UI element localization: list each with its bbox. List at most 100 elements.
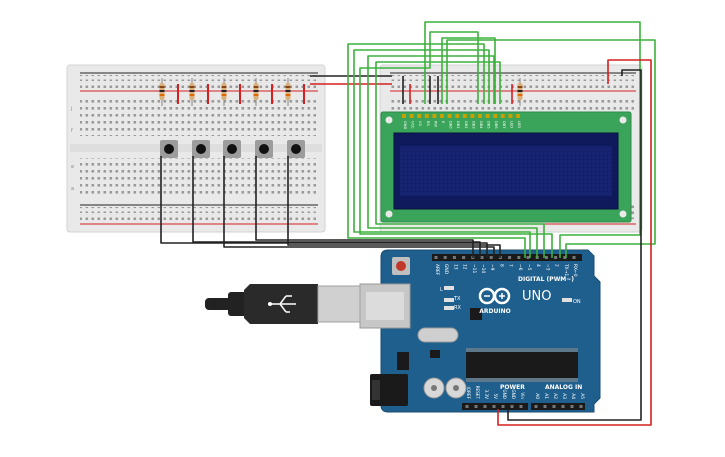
power-pin-label: GND — [511, 389, 516, 399]
wire-button-3[interactable] — [223, 156, 495, 258]
resistor-group-left — [159, 78, 291, 106]
lcd-pin[interactable] — [440, 114, 444, 118]
usb-cable — [205, 284, 361, 324]
analog-header-label: ANALOG IN — [545, 384, 582, 391]
svg-text:a: a — [71, 186, 74, 192]
power-header-label: POWER — [500, 384, 525, 391]
digital-pin-label: ~5 — [526, 264, 532, 271]
digital-pin[interactable] — [508, 256, 512, 259]
lcd-pin[interactable] — [485, 114, 490, 118]
wire-lcd-db6[interactable] — [367, 55, 538, 258]
lcd-pin[interactable] — [424, 114, 429, 118]
lcd-pin[interactable] — [508, 114, 513, 118]
wire-lcd-extra[interactable] — [359, 31, 553, 258]
microcontroller-chip — [466, 352, 578, 378]
wire-lcd-e[interactable] — [441, 37, 496, 104]
lcd-pin[interactable] — [447, 114, 452, 118]
lcd-pin[interactable] — [402, 114, 406, 118]
lcd-pin[interactable] — [409, 114, 414, 118]
power-pin[interactable] — [519, 405, 523, 408]
resistor[interactable] — [253, 78, 259, 106]
lcd-pin-label: V0 — [418, 121, 422, 126]
lcd-pin-label: DB4 — [479, 121, 483, 129]
analog-pin-label: A2 — [552, 393, 558, 399]
pushbutton[interactable] — [192, 140, 210, 158]
digital-pin[interactable] — [489, 256, 493, 259]
digital-pin[interactable] — [452, 256, 456, 259]
lcd-pin[interactable] — [500, 114, 505, 118]
wire-lcd-backlight[interactable] — [446, 39, 656, 258]
power-pin-label: 3.3V — [484, 389, 489, 399]
power-pin[interactable] — [510, 405, 514, 408]
lcd-pin-label: DB7 — [502, 121, 506, 129]
digital-pin[interactable] — [480, 256, 484, 259]
digital-pin[interactable] — [434, 256, 438, 259]
digital-pin-label: 8 — [498, 264, 504, 267]
wire-button-5[interactable] — [287, 156, 501, 258]
svg-text:j: j — [70, 106, 72, 112]
wire-lcd-rs[interactable] — [424, 21, 641, 258]
digital-pin[interactable] — [572, 256, 576, 259]
power-pin[interactable] — [501, 405, 505, 408]
pushbutton[interactable] — [223, 140, 241, 158]
pushbutton[interactable] — [255, 140, 273, 158]
arduino-brand-label: ARDUINO — [479, 308, 510, 315]
analog-pin[interactable] — [579, 405, 583, 408]
wire-button-2[interactable] — [192, 156, 481, 258]
lcd-pin[interactable] — [516, 114, 520, 118]
digital-pin[interactable] — [526, 256, 530, 259]
resistor[interactable] — [221, 78, 227, 106]
resistor[interactable] — [517, 78, 523, 106]
wire-button-4[interactable] — [255, 156, 474, 258]
digital-pin[interactable] — [443, 256, 447, 259]
resistor[interactable] — [189, 78, 195, 106]
analog-pin[interactable] — [534, 405, 538, 408]
power-pin[interactable] — [492, 405, 496, 408]
wire-lcd-db5[interactable] — [353, 49, 531, 258]
lcd-pin[interactable] — [462, 114, 467, 118]
lcd-pin-label: RS — [426, 121, 430, 126]
tx-led-label: TX — [453, 296, 461, 302]
power-pin[interactable] — [483, 405, 487, 408]
digital-pin[interactable] — [554, 256, 558, 259]
arduino-uno-board[interactable]: ARDUINO UNO DIGITAL (PWM~) POWER ANALOG … — [359, 249, 601, 413]
lcd-pin-label: DB3 — [471, 121, 475, 129]
pushbutton[interactable] — [287, 140, 305, 158]
resistor[interactable] — [159, 78, 165, 106]
lcd-pin[interactable] — [493, 114, 498, 118]
usb-connector-icon — [317, 285, 361, 323]
analog-pin[interactable] — [552, 405, 556, 408]
analog-pin-label: A3 — [561, 393, 567, 399]
digital-pin-label: AREF — [434, 264, 440, 276]
analog-pin[interactable] — [570, 405, 574, 408]
pushbutton-group — [160, 140, 305, 158]
digital-pin[interactable] — [517, 256, 521, 259]
resistor[interactable] — [285, 78, 291, 106]
wire-lcd-db4[interactable] — [347, 43, 526, 258]
digital-pin[interactable] — [462, 256, 466, 259]
lcd-pin-label: DB1 — [456, 121, 460, 129]
wire-5v-arduino[interactable] — [497, 59, 652, 426]
pushbutton[interactable] — [160, 140, 178, 158]
reset-button[interactable] — [396, 261, 406, 271]
analog-pin[interactable] — [543, 405, 547, 408]
digital-pin-label: 4 — [535, 264, 541, 267]
digital-pin[interactable] — [563, 256, 567, 259]
power-pin-label: Vin — [520, 392, 525, 399]
lcd-pin[interactable] — [455, 114, 460, 118]
lcd-pin[interactable] — [478, 114, 482, 118]
digital-pin[interactable] — [544, 256, 548, 259]
wire-button-1[interactable] — [160, 156, 488, 258]
analog-pin[interactable] — [561, 405, 565, 408]
lcd-pin[interactable] — [432, 114, 437, 118]
digital-pin-label: 7 — [508, 264, 514, 267]
wire-gnd-arduino[interactable] — [507, 69, 642, 421]
lcd-pin[interactable] — [417, 114, 422, 118]
lcd-pin[interactable] — [470, 114, 475, 118]
power-pin[interactable] — [474, 405, 478, 408]
power-pin[interactable] — [465, 405, 469, 408]
wire-lcd-db7[interactable] — [375, 61, 545, 258]
lcd-pin-label: DB2 — [464, 121, 468, 129]
